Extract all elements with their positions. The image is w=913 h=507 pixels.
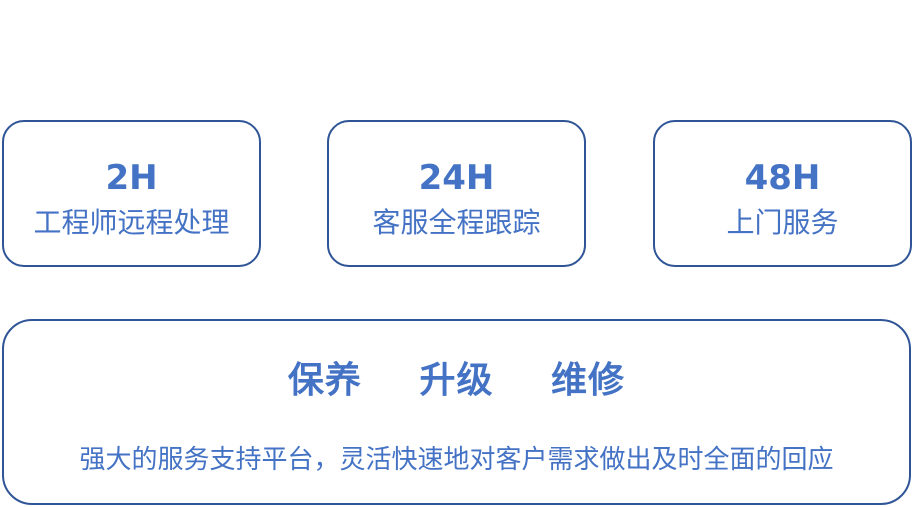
service-upgrade: 升级 bbox=[419, 360, 494, 401]
service-summary-card: 保养 升级 维修 强大的服务支持平台，灵活快速地对客户需求做出及时全面的回应 bbox=[2, 319, 911, 505]
card-headline: 24H bbox=[418, 158, 495, 198]
card-subline: 客服全程跟踪 bbox=[372, 206, 541, 239]
service-maintenance: 保养 bbox=[287, 360, 362, 401]
card-headline: 2H bbox=[105, 158, 158, 198]
card-subline: 上门服务 bbox=[726, 206, 839, 239]
service-list: 保养 升级 维修 bbox=[4, 359, 909, 403]
response-card-2h: 2H 工程师远程处理 bbox=[2, 120, 261, 267]
service-repair: 维修 bbox=[551, 360, 626, 401]
card-subline: 工程师远程处理 bbox=[33, 206, 230, 239]
response-card-24h: 24H 客服全程跟踪 bbox=[327, 120, 586, 267]
card-headline: 48H bbox=[744, 158, 821, 198]
service-slogan: 强大的服务支持平台，灵活快速地对客户需求做出及时全面的回应 bbox=[79, 445, 834, 475]
response-card-48h: 48H 上门服务 bbox=[653, 120, 912, 267]
